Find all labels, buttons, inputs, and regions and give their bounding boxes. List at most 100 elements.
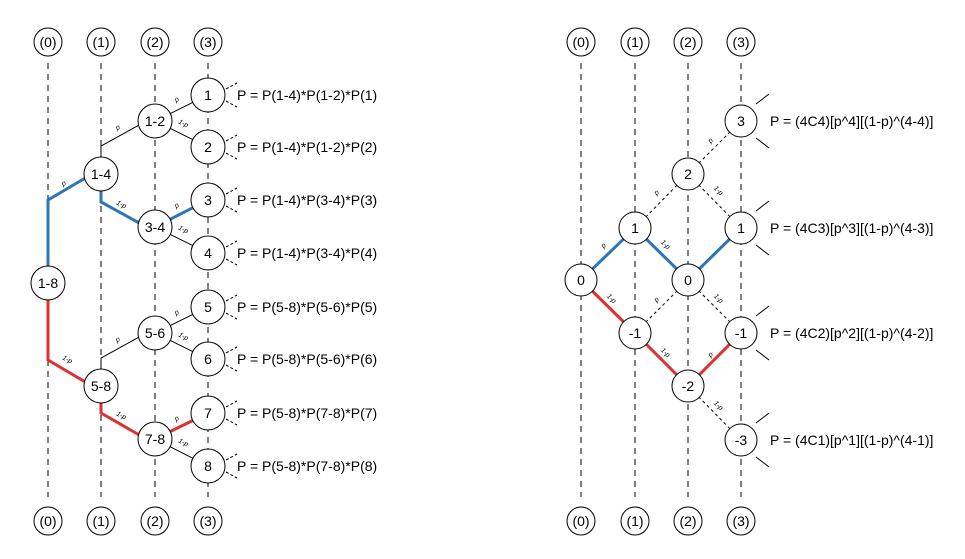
right-node-circle (724, 316, 758, 350)
right-header-top-circle (673, 27, 703, 57)
right-node-label: 2 (684, 166, 692, 182)
left-node-circle (190, 182, 226, 218)
left-edge (100, 335, 142, 371)
left-header-top: (0) (39, 34, 56, 50)
left-node-label: 3-4 (145, 219, 165, 235)
right-leaf-stub (755, 244, 770, 256)
left-edge-down-path (167, 418, 196, 434)
right-edge-label: 1-p (659, 239, 671, 251)
left-leaf-stub (225, 400, 238, 408)
left-node-circle (190, 129, 226, 165)
left-edge-up-path (167, 205, 196, 222)
right-equation: P = (4C3)[p^3][(1-p)^(4-3)] (770, 220, 933, 236)
right-edge-up-path (590, 237, 626, 271)
right-header-bottom: (3) (732, 513, 749, 529)
left-edge-label: 1-p (177, 119, 189, 130)
right-edge-label: p (706, 351, 714, 359)
left-header-bottom-circle (33, 506, 63, 536)
left-edge-label: p (173, 96, 181, 105)
probability-equations: P = P(1-4)*P(1-2)*P(1)P = P(1-4)*P(1-2)*… (237, 87, 933, 474)
left-equation: P = P(5-8)*P(7-8)*P(8) (237, 458, 377, 474)
left-header-bottom-circle (140, 506, 170, 536)
right-edge-label: p (599, 242, 607, 250)
tree-nodes: 1-81-45-81-23-45-67-81234567801-120-231-… (30, 77, 758, 484)
left-node-label: 2 (204, 139, 212, 155)
right-node-label: -2 (682, 378, 695, 394)
left-node-circle (83, 156, 119, 192)
left-leaf-stub (225, 364, 238, 372)
right-edge (698, 396, 731, 430)
left-leaf-stub (225, 187, 238, 195)
right-header-bottom-circle (620, 506, 650, 536)
column-headers: (0)(0)(1)(1)(2)(2)(3)(3)(0)(0)(1)(1)(2)(… (33, 27, 756, 536)
left-leaf-stub (225, 152, 238, 160)
left-leaf-stub (225, 205, 238, 213)
left-node-circle (137, 421, 173, 457)
left-leaf-stub (225, 134, 238, 142)
right-header-top-circle (620, 27, 650, 57)
right-node-label: 1 (737, 220, 745, 236)
right-edge-down-path (644, 342, 679, 377)
left-node-circle (190, 235, 226, 271)
right-header-top-circle (566, 27, 596, 57)
right-edge-down-path (590, 289, 626, 324)
left-node-circle (137, 103, 173, 139)
left-leaf-stub (225, 294, 238, 302)
left-edge-up-path (99, 189, 142, 226)
left-node-label: 7-8 (145, 431, 165, 447)
left-node-label: 1 (204, 87, 212, 103)
right-header-bottom-circle (673, 506, 703, 536)
right-header-bottom: (1) (626, 513, 643, 529)
left-node-label: 3 (204, 192, 212, 208)
right-node-circle (618, 316, 652, 350)
left-header-top: (1) (92, 34, 109, 50)
left-node-circle (190, 395, 226, 431)
continuation-stubs (225, 82, 770, 479)
left-leaf-stub (225, 258, 238, 266)
left-edge-label: p (114, 336, 122, 345)
left-edge-up-path (46, 175, 88, 268)
right-edge-label: 1-p (712, 293, 724, 305)
left-header-bottom-circle (193, 506, 223, 536)
left-edge-label: p (114, 124, 122, 133)
right-edge (698, 184, 731, 218)
left-edge-label: 1-p (177, 332, 189, 343)
right-node-label: 0 (684, 272, 692, 288)
left-edge (100, 123, 142, 159)
right-header-bottom: (0) (572, 513, 589, 529)
left-header-bottom: (0) (39, 513, 56, 529)
left-header-top-circle (193, 27, 223, 57)
right-leaf-stub (755, 93, 770, 105)
left-edge (168, 127, 195, 141)
left-node-label: 1-2 (145, 113, 165, 129)
left-header-bottom: (1) (92, 513, 109, 529)
right-leaf-stub (755, 305, 770, 317)
left-node-label: 5 (204, 299, 212, 315)
right-header-top-circle (726, 27, 756, 57)
left-header-top-circle (33, 27, 63, 57)
right-edge (698, 290, 731, 323)
left-edge (168, 233, 195, 247)
left-node-label: 1-4 (91, 166, 111, 182)
left-equation: P = P(1-4)*P(3-4)*P(3) (237, 192, 377, 208)
right-leaf-stub (755, 412, 770, 424)
left-edge-label: 1-p (61, 355, 73, 366)
right-node-circle (724, 423, 758, 457)
left-equation: P = P(1-4)*P(1-2)*P(2) (237, 139, 377, 155)
left-leaf-stub (225, 100, 238, 108)
left-node-circle (83, 368, 119, 404)
left-edge-down-path (46, 298, 88, 385)
left-edge-label: p (173, 309, 181, 318)
right-header-top: (2) (679, 34, 696, 50)
right-equation: P = (4C4)[p^4][(1-p)^(4-4)] (770, 113, 933, 129)
right-edge-up-path (697, 237, 732, 271)
left-edge-label: p (173, 202, 181, 211)
left-edge-label: p (173, 415, 181, 424)
left-header-bottom-circle (86, 506, 116, 536)
right-node-circle (671, 369, 705, 403)
right-node-label: 0 (577, 272, 585, 288)
right-leaf-stub (755, 349, 770, 361)
left-node-label: 7 (204, 405, 212, 421)
left-header-bottom: (2) (146, 513, 163, 529)
